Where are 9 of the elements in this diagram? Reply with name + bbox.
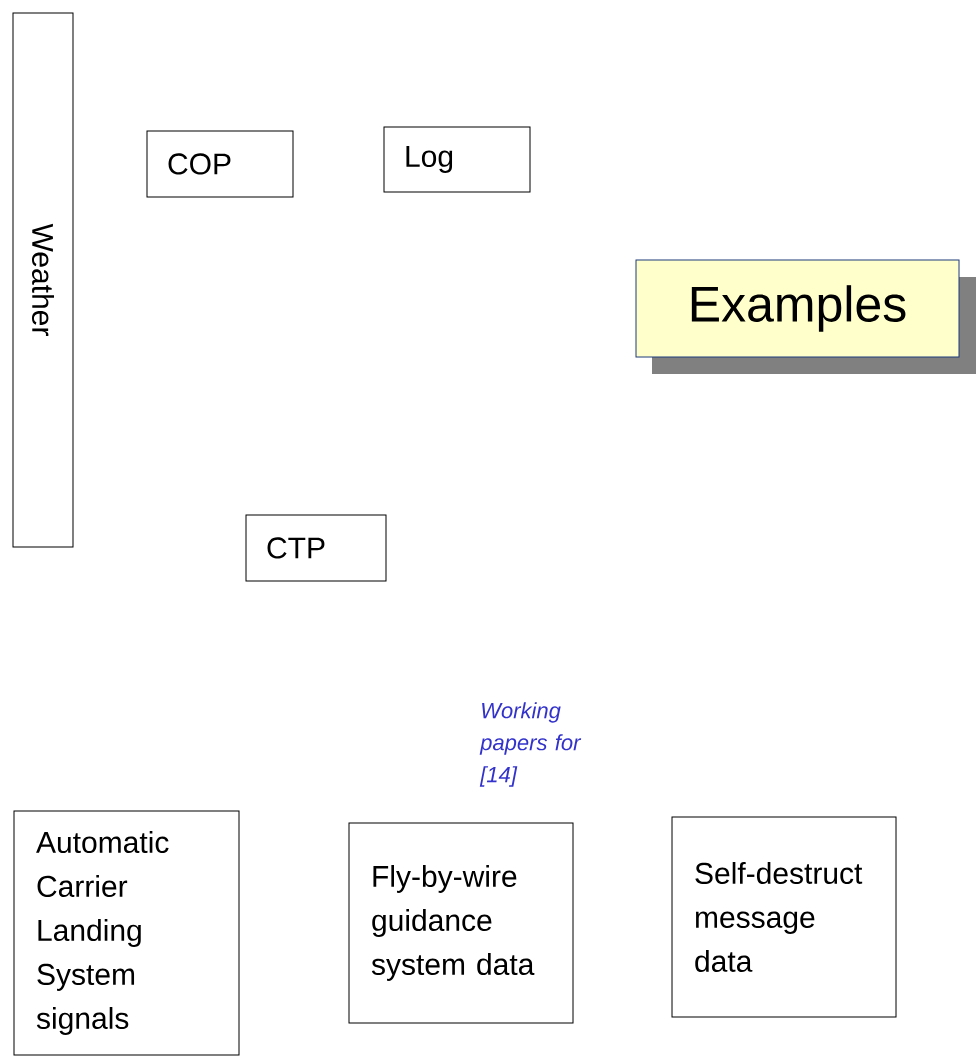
text-box: Self-destruct message data	[671, 816, 897, 1018]
text-box: Automatic Carrier Landing System signals	[13, 810, 240, 1056]
label-box: CTP	[245, 514, 387, 582]
title-box: Examples	[635, 259, 960, 358]
note-text: Working papers for [14]	[479, 702, 582, 787]
label-box: Weather	[12, 12, 74, 548]
label-box: COP	[146, 130, 294, 198]
label-box: Log	[383, 126, 531, 193]
text-box: Fly-by-wire guidance system data	[348, 822, 574, 1024]
